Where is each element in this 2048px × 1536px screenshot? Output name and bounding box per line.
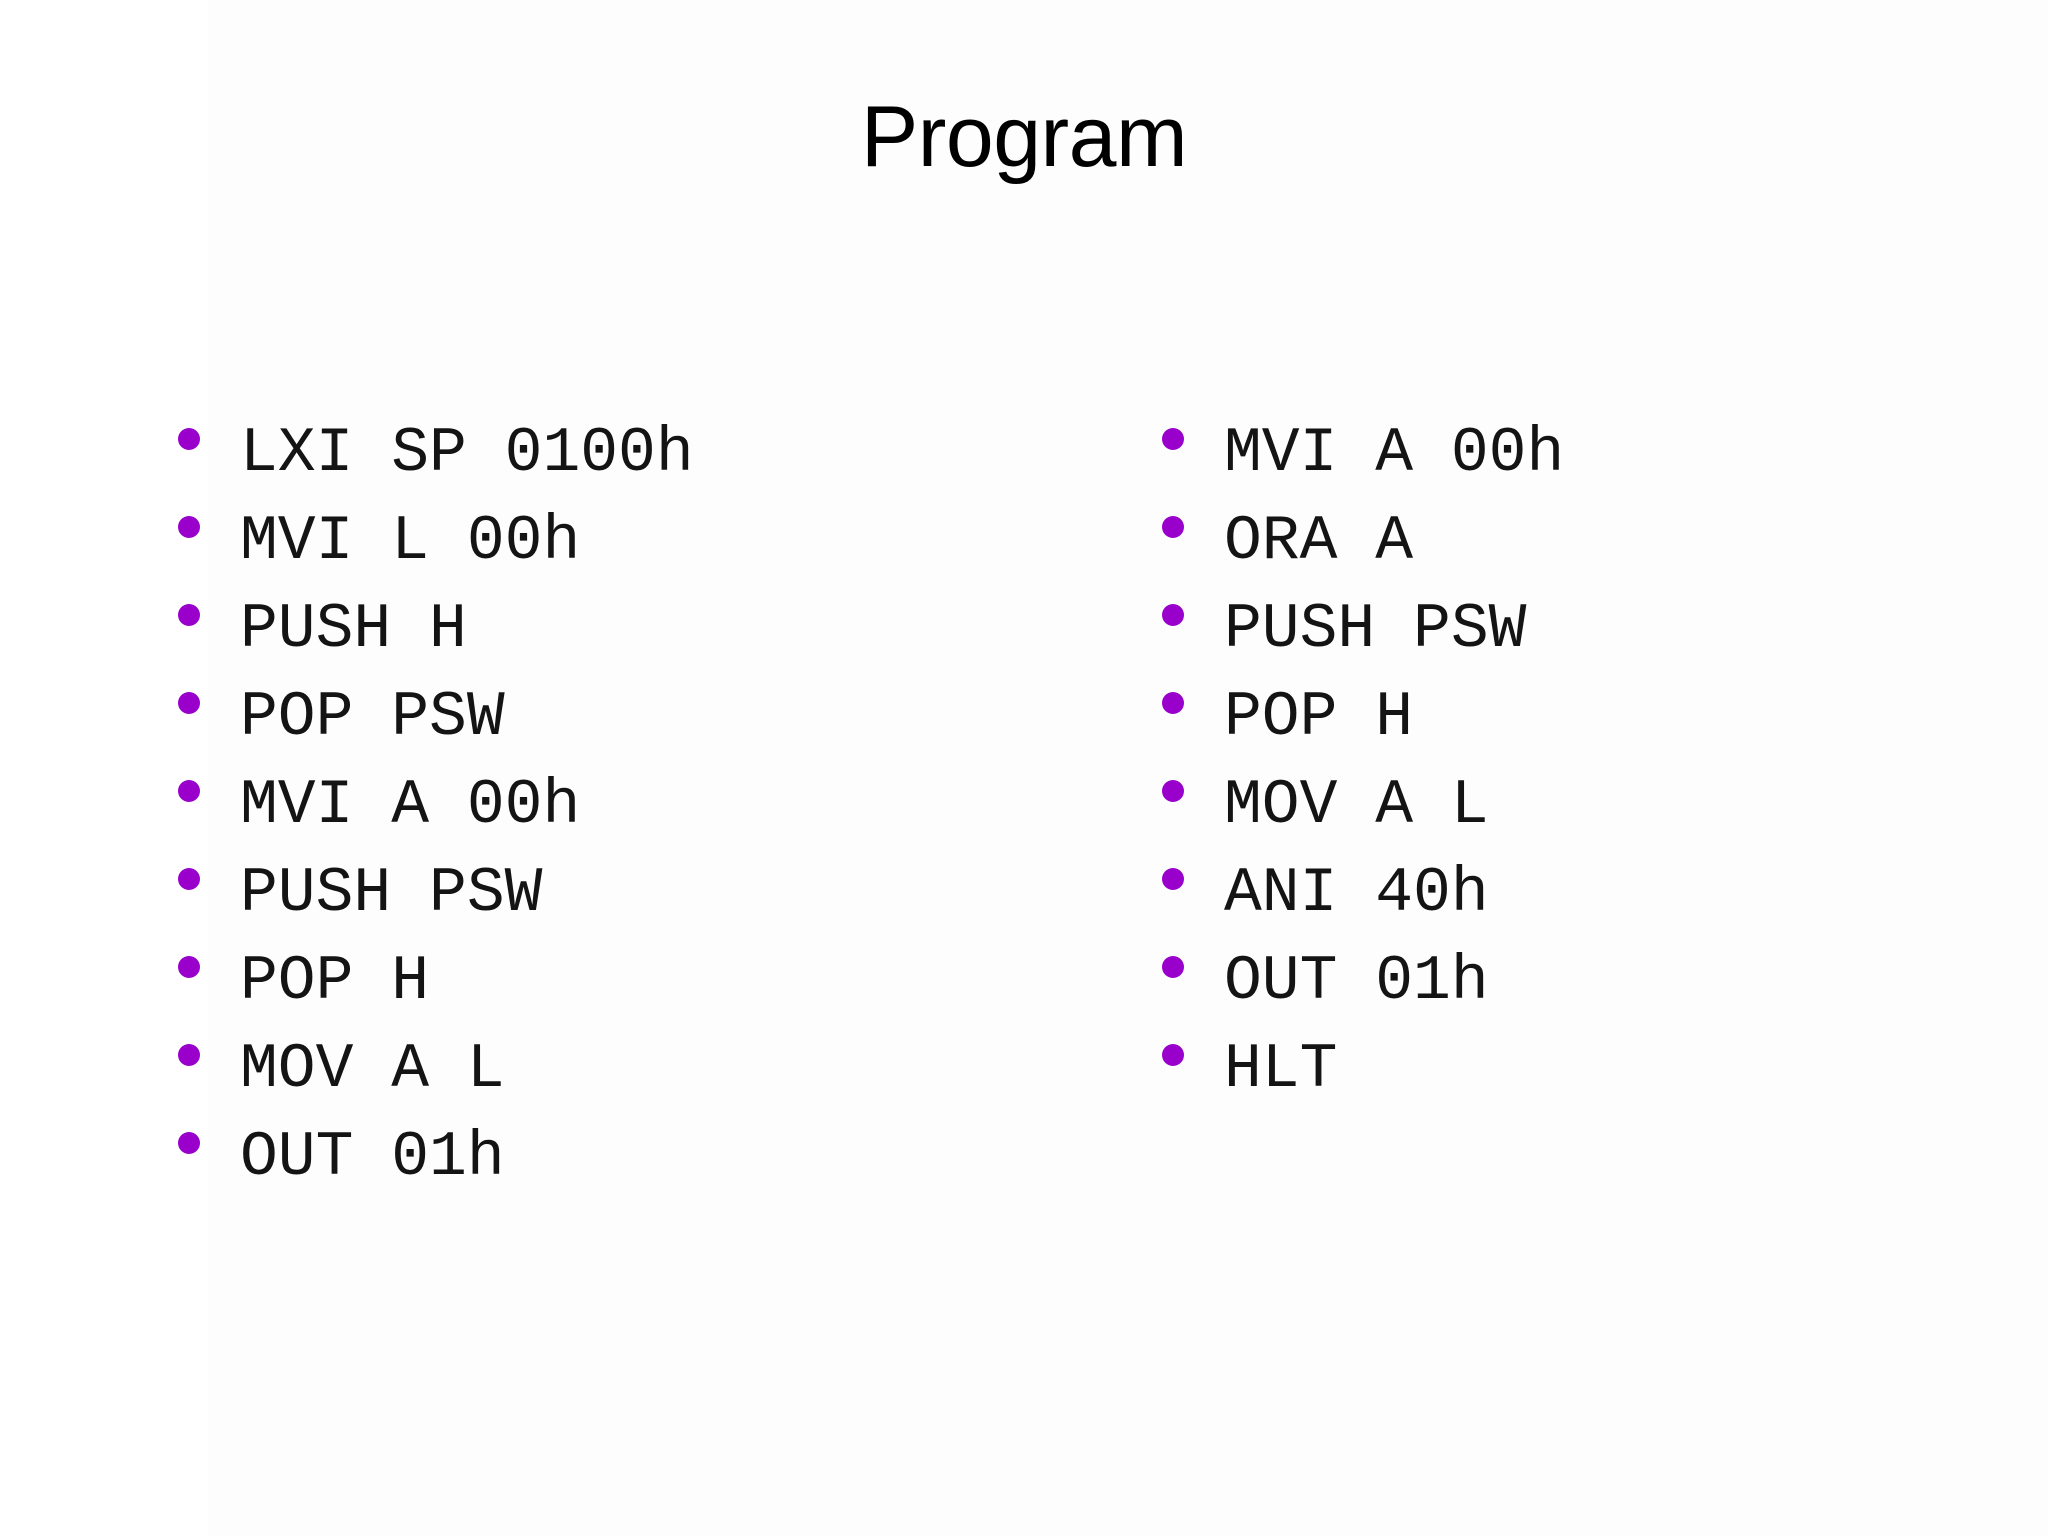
bullet-dot-icon — [178, 428, 200, 450]
list-item[interactable]: PUSH PSW — [1162, 586, 2042, 674]
bullet-dot-icon — [1162, 956, 1184, 978]
bullet-dot-icon — [1162, 516, 1184, 538]
instruction-text: OUT 01h — [240, 1122, 505, 1193]
list-item[interactable]: MOV A L — [178, 1026, 1078, 1114]
list-item[interactable]: POP PSW — [178, 674, 1078, 762]
slide-content-panel — [208, 0, 2048, 1536]
list-item[interactable]: LXI SP 0100h — [178, 410, 1078, 498]
instruction-text: LXI SP 0100h — [240, 418, 694, 489]
program-column-left: LXI SP 0100h MVI L 00h PUSH H POP PSW MV… — [178, 410, 1078, 1202]
list-item[interactable]: MVI L 00h — [178, 498, 1078, 586]
bullet-dot-icon — [178, 1044, 200, 1066]
instruction-text: MOV A L — [240, 1034, 505, 1105]
instruction-text: HLT — [1224, 1034, 1338, 1105]
list-item[interactable]: PUSH H — [178, 586, 1078, 674]
bullet-dot-icon — [1162, 604, 1184, 626]
instruction-text: MVI A 00h — [1224, 418, 1565, 489]
instruction-text: POP PSW — [240, 682, 505, 753]
program-listing: LXI SP 0100h MVI L 00h PUSH H POP PSW MV… — [0, 410, 2048, 1410]
instruction-text: PUSH H — [240, 594, 467, 665]
instruction-text: MVI A 00h — [240, 770, 581, 841]
instruction-text: OUT 01h — [1224, 946, 1489, 1017]
bullet-dot-icon — [178, 780, 200, 802]
list-item[interactable]: ORA A — [1162, 498, 2042, 586]
instruction-text: ORA A — [1224, 506, 1414, 577]
instruction-text: PUSH PSW — [240, 858, 543, 929]
list-item[interactable]: MVI A 00h — [178, 762, 1078, 850]
list-item[interactable]: ANI 40h — [1162, 850, 2042, 938]
list-item[interactable]: POP H — [1162, 674, 2042, 762]
bullet-dot-icon — [178, 604, 200, 626]
list-item[interactable]: OUT 01h — [178, 1114, 1078, 1202]
bullet-dot-icon — [178, 1132, 200, 1154]
program-column-right: MVI A 00h ORA A PUSH PSW POP H MOV A L A… — [1162, 410, 2042, 1114]
bullet-dot-icon — [178, 956, 200, 978]
bullet-dot-icon — [178, 692, 200, 714]
list-item[interactable]: MVI A 00h — [1162, 410, 2042, 498]
instruction-text: ANI 40h — [1224, 858, 1489, 929]
bullet-dot-icon — [1162, 428, 1184, 450]
bullet-dot-icon — [178, 516, 200, 538]
list-item[interactable]: PUSH PSW — [178, 850, 1078, 938]
bullet-dot-icon — [1162, 780, 1184, 802]
page-title: Program — [860, 89, 1188, 185]
list-item[interactable]: MOV A L — [1162, 762, 2042, 850]
instruction-text: POP H — [240, 946, 430, 1017]
bullet-dot-icon — [1162, 692, 1184, 714]
bullet-dot-icon — [1162, 1044, 1184, 1066]
instruction-text: MVI L 00h — [240, 506, 581, 577]
bullet-dot-icon — [1162, 868, 1184, 890]
instruction-text: MOV A L — [1224, 770, 1489, 841]
list-item[interactable]: POP H — [178, 938, 1078, 1026]
list-item[interactable]: OUT 01h — [1162, 938, 2042, 1026]
bullet-dot-icon — [178, 868, 200, 890]
instruction-text: PUSH PSW — [1224, 594, 1527, 665]
list-item[interactable]: HLT — [1162, 1026, 2042, 1114]
instruction-text: POP H — [1224, 682, 1414, 753]
